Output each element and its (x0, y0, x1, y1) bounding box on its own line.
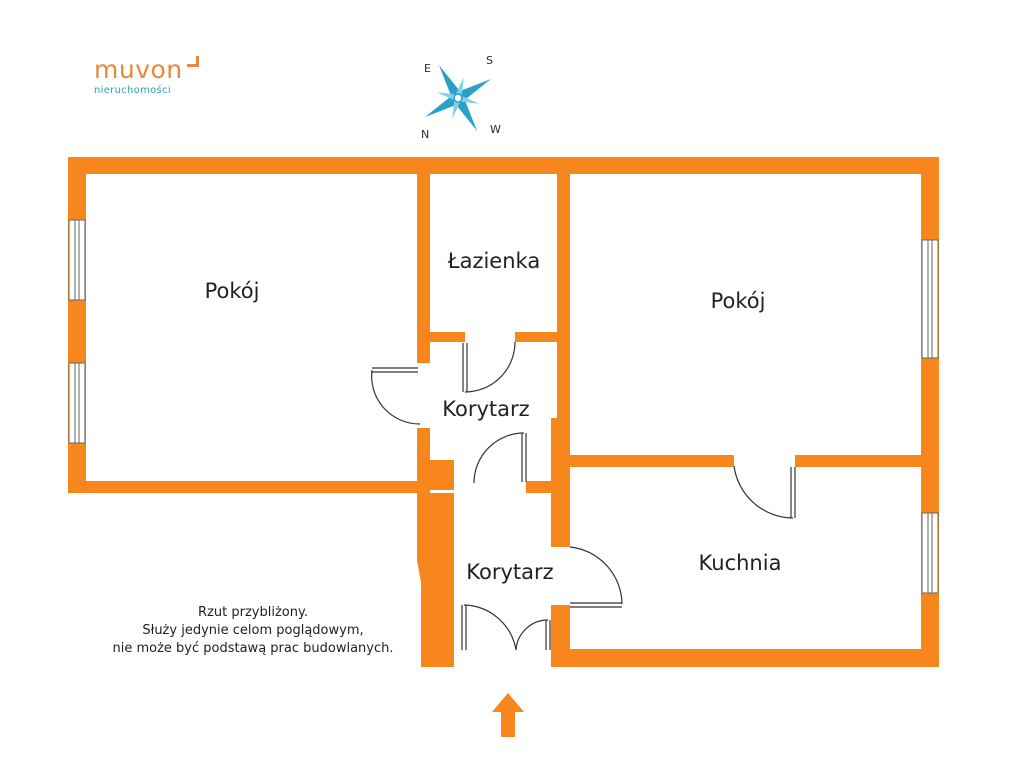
compass-rose-icon: E S N W (421, 54, 501, 141)
room-label-kuchnia: Kuchnia (699, 551, 782, 575)
compass-label-n: N (421, 128, 429, 141)
room-label-pokoj-1: Pokój (205, 279, 260, 303)
compass-label-s: S (486, 54, 493, 67)
window (921, 239, 939, 359)
room-label-pokoj-2: Pokój (711, 289, 766, 313)
brand-logo: muvon nieruchomości (94, 56, 199, 96)
compass-label-w: W (490, 123, 501, 136)
doors (371, 341, 796, 651)
brand-mark-icon (186, 56, 199, 67)
room-label-korytarz-2: Korytarz (466, 560, 553, 584)
brand-subtitle: nieruchomości (94, 85, 171, 96)
disclaimer-line: Rzut przybliżony. (198, 605, 308, 620)
door-bathroom (462, 341, 516, 393)
disclaimer-line: nie może być podstawą prac budowlanych. (112, 641, 394, 656)
room-label-korytarz-1: Korytarz (442, 397, 529, 421)
door-kitchen (569, 546, 623, 608)
room-label-lazienka: Łazienka (447, 249, 540, 273)
door-left-room (371, 367, 421, 425)
door-entrance (461, 604, 551, 651)
window (921, 512, 939, 594)
window (68, 219, 86, 301)
entrance-arrow-icon (492, 693, 524, 737)
door-corridor (473, 432, 527, 484)
windows (68, 219, 939, 594)
disclaimer-line: Służy jedynie celom poglądowym, (142, 623, 364, 638)
compass-label-e: E (424, 62, 431, 75)
door-kitchen-room (733, 465, 796, 519)
disclaimer-note: Rzut przybliżony. Służy jedynie celom po… (92, 604, 414, 658)
brand-name: muvon (94, 56, 199, 84)
window (68, 362, 86, 444)
